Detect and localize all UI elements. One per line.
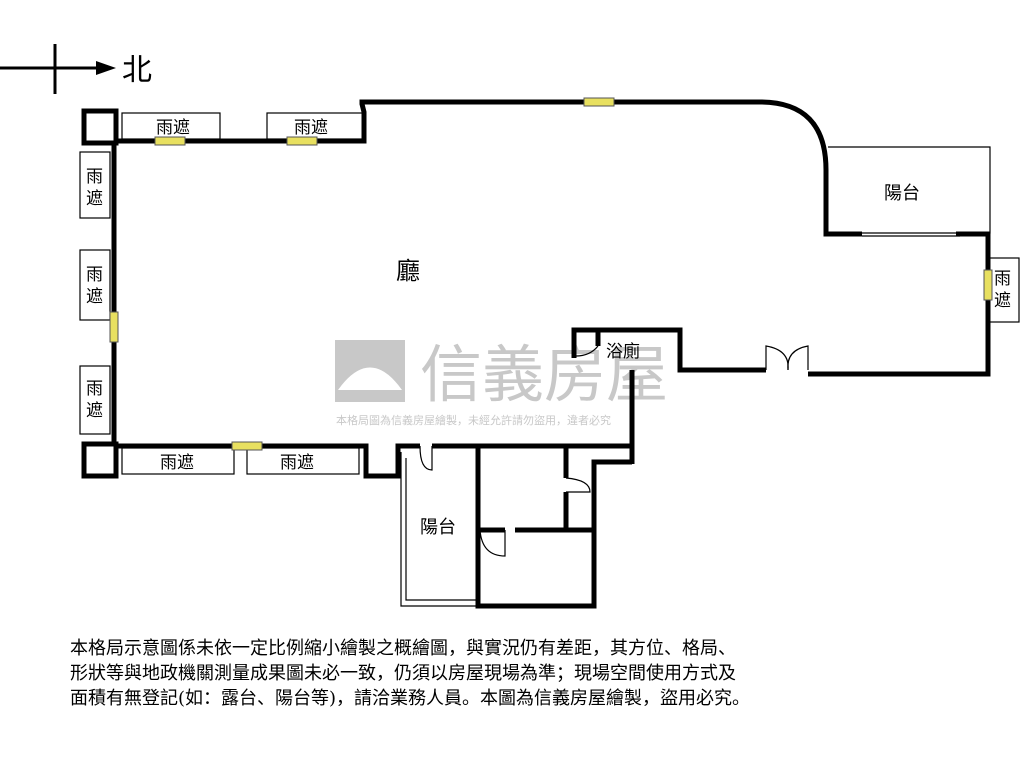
awning-label: 雨遮: [86, 167, 103, 209]
awning-label: 雨遮: [156, 118, 190, 138]
awning-label: 雨遮: [994, 269, 1011, 311]
room-label-balcony-south: 陽台: [420, 517, 456, 538]
watermark-brand: 信義房屋: [420, 338, 668, 411]
awning-label: 雨遮: [294, 118, 328, 138]
disclaimer-text: 本格局示意圖係未依一定比例縮小繪製之概繪圖，與實況仍有差距，其方位、格局、 形狀…: [70, 638, 751, 709]
walls: [81, 99, 991, 609]
watermark: 信義房屋 本格局圖為信義房屋繪製，未經允許請勿盜用，違者必究: [335, 338, 668, 427]
windows: [109, 97, 993, 451]
awning-label: 雨遮: [86, 379, 103, 421]
north-arrow-icon: [96, 61, 116, 75]
awning-label: 雨遮: [160, 453, 194, 473]
room-label-balcony-east: 陽台: [884, 183, 920, 204]
room-label-living: 廳: [396, 257, 420, 285]
awning-label: 雨遮: [86, 265, 103, 307]
compass: 北: [0, 44, 152, 94]
awning-vertical-labels: 雨遮 雨遮 雨遮 雨遮: [86, 167, 1011, 421]
doors: [419, 345, 809, 557]
room-label-bathroom: 浴廁: [606, 341, 640, 362]
north-label: 北: [122, 53, 152, 88]
awning-label: 雨遮: [280, 453, 314, 473]
watermark-notice: 本格局圖為信義房屋繪製，未經允許請勿盜用，違者必究: [336, 413, 611, 427]
